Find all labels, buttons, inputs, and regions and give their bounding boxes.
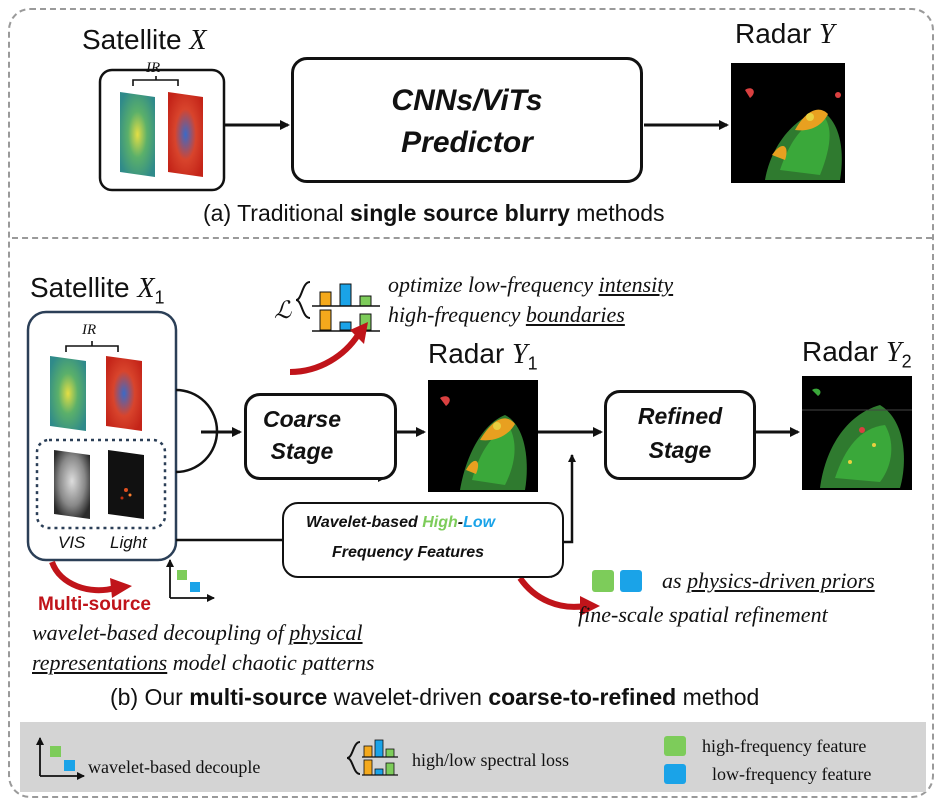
light-image: [108, 450, 144, 519]
loss-symbol: ℒ: [274, 298, 292, 324]
red-arrow-priors: [580, 596, 600, 616]
loss-note-1: optimize low-frequency intensity: [388, 272, 674, 297]
satellite-x-title: Satellite X: [82, 24, 207, 56]
legend-low-label: low-frequency feature: [712, 764, 872, 784]
loss-note-2: high-frequency boundaries: [388, 302, 625, 327]
caption-b: (b) Our multi-source wavelet-driven coar…: [110, 684, 760, 710]
coarse-line1: Coarse: [263, 406, 341, 432]
ir-label-a: IR: [146, 60, 161, 76]
ir-label-b: IR: [82, 322, 97, 338]
legend-background: [20, 722, 926, 792]
radar-y2-title: Radar Y2: [802, 336, 912, 372]
radar-y-image: [731, 63, 845, 183]
satellite-x1-title: Satellite X1: [30, 272, 165, 308]
radar-y1-title: Radar Y1: [428, 338, 538, 374]
legend-green-square: [664, 736, 686, 756]
wavelet-line2: Frequency Features: [332, 544, 485, 561]
priors-line2: fine-scale spatial refinement: [578, 602, 828, 627]
refined-line2: Stage: [648, 437, 712, 463]
legend-blue-square: [664, 764, 686, 784]
decoupling-line1: wavelet-based decoupling of physical: [32, 620, 363, 645]
predictor-line1: CNNs/ViTs: [391, 84, 543, 117]
predictor-line2: Predictor: [401, 126, 533, 159]
legend-loss-icon: [346, 739, 398, 776]
ir-image-1-b: [50, 356, 86, 431]
refined-stage-box: Refined Stage: [604, 390, 756, 480]
legend-loss-label: high/low spectral loss: [412, 750, 569, 770]
vis-image: [54, 450, 90, 519]
legend-high-label: high-frequency feature: [702, 736, 867, 756]
refined-line1: Refined: [637, 403, 723, 429]
priors-blue-square: [620, 570, 642, 592]
ir-image-2-b: [106, 356, 142, 431]
ir-image-2: [168, 92, 203, 177]
red-arrow-multisource: [110, 578, 132, 598]
panel-decouple-icon: [166, 559, 215, 602]
multisource-label: Multi-source: [38, 594, 151, 615]
predictor-box: CNNs/ViTs Predictor: [291, 57, 643, 183]
wavelet-line1: Wavelet-based High-Low: [306, 514, 496, 531]
coarse-line2: Stage: [270, 438, 334, 464]
priors-green-square: [592, 570, 614, 592]
red-arrow-loss: [350, 322, 368, 344]
vis-light-group: [35, 438, 167, 530]
decoupling-line2: representations model chaotic patterns: [32, 650, 375, 675]
wavelet-features-box: Wavelet-based High-Low Frequency Feature…: [282, 502, 564, 578]
section-divider: [12, 237, 932, 239]
radar-y1-image: [428, 380, 538, 492]
ir-image-1: [120, 92, 155, 177]
radar-y2-image: [802, 376, 912, 490]
radar-y-title: Radar Y: [735, 18, 835, 50]
outer-frame: [8, 8, 934, 798]
light-label: Light: [110, 533, 147, 552]
caption-a: (a) Traditional single source blurry met…: [203, 200, 665, 226]
legend-decouple-label: wavelet-based decouple: [88, 757, 261, 777]
coarse-stage-box: Coarse Stage: [244, 393, 397, 480]
satellite-x-box: [98, 68, 226, 192]
satellite-x1-panel: [26, 310, 178, 562]
legend-decouple-icon: [36, 737, 85, 780]
vis-label: VIS: [58, 533, 86, 552]
priors-line1: as physics-driven priors: [662, 568, 875, 593]
spectral-loss-icon: [295, 281, 380, 332]
